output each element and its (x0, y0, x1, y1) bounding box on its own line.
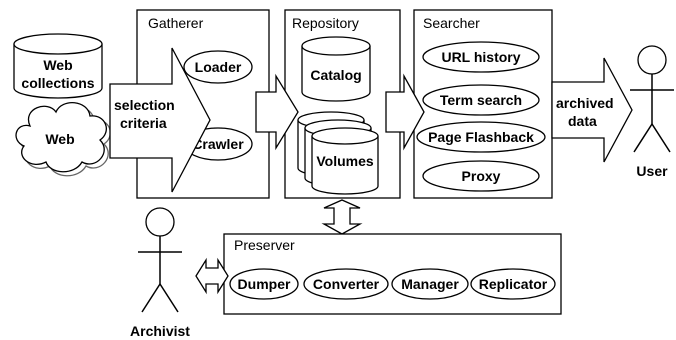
loader-node (183, 50, 253, 84)
crawler-label: Crawler (192, 136, 244, 152)
web-collections-node: Web collections (13, 33, 103, 99)
web-collections-label-line2: collections (21, 75, 94, 91)
searcher-box: Searcher URL history Term search Page Fl… (413, 9, 553, 199)
proxy-label: Proxy (462, 168, 501, 184)
web-collections-label-line1: Web (43, 57, 72, 73)
url-history-label: URL history (441, 49, 520, 65)
dumper-label: Dumper (238, 276, 291, 292)
selection-criteria-arrow: selection criteria (109, 47, 211, 193)
manager-label: Manager (401, 276, 459, 292)
preserver-title: Preserver (234, 237, 295, 253)
repository-title: Repository (292, 15, 359, 31)
archived-data-arrow: archived data (551, 57, 633, 163)
searcher-title: Searcher (423, 15, 480, 31)
url-history-node (422, 41, 540, 73)
repository-box: Repository Catalog Volumes (284, 9, 401, 199)
gatherer-to-repository-arrow (255, 73, 299, 151)
manager-node (391, 268, 469, 300)
selection-arrow-line2: criteria (120, 115, 167, 131)
archivist-figure: Archivist (130, 207, 190, 339)
page-flashback-label: Page Flashback (428, 129, 534, 145)
repository-preserver-double-arrow (321, 199, 363, 235)
web-cloud-label: Web (45, 131, 74, 147)
converter-node (303, 268, 389, 300)
archived-arrow-line2: data (568, 113, 597, 129)
replicator-node (470, 268, 556, 300)
gatherer-title: Gatherer (148, 15, 204, 31)
repository-to-searcher-arrow (385, 73, 425, 151)
preserver-box: Preserver Dumper Converter Manager Repli… (223, 233, 562, 315)
selection-arrow-line1: selection (114, 97, 175, 113)
volumes-node: Volumes (297, 111, 379, 195)
archivist-preserver-double-arrow (195, 257, 229, 295)
archivist-label: Archivist (130, 323, 190, 339)
catalog-label: Catalog (310, 67, 361, 83)
proxy-node (422, 160, 540, 192)
term-search-node (422, 84, 540, 116)
loader-label: Loader (195, 59, 242, 75)
user-figure: User (630, 45, 674, 179)
archived-arrow-line1: archived (556, 95, 614, 111)
catalog-node: Catalog (301, 36, 371, 102)
converter-label: Converter (313, 276, 380, 292)
dumper-node (229, 268, 299, 300)
term-search-label: Term search (440, 92, 522, 108)
replicator-label: Replicator (479, 276, 548, 292)
web-cloud-node: Web (15, 102, 111, 177)
user-label: User (636, 163, 668, 179)
page-flashback-node (416, 121, 546, 153)
volumes-label: Volumes (316, 153, 374, 169)
